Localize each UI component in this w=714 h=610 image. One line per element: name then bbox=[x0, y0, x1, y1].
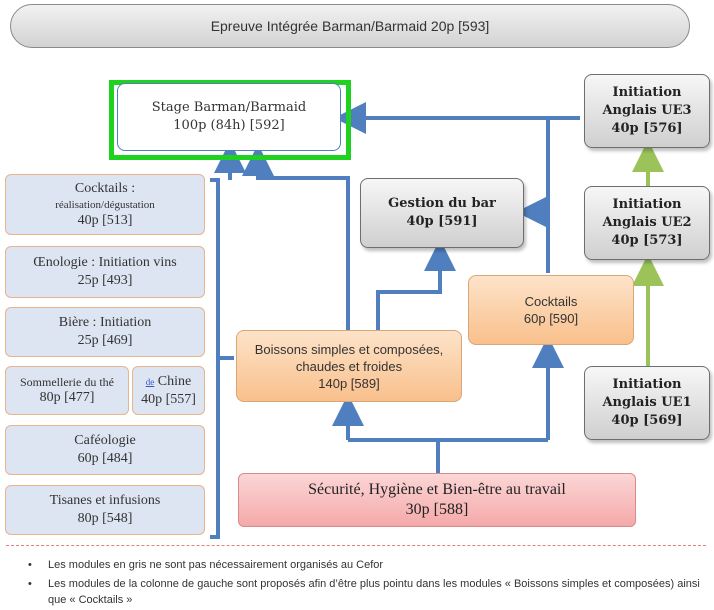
arrow-boissons-to-gestion bbox=[376, 239, 456, 330]
module-anglais-ue2[interactable]: Initiation Anglais UE2 40p [573] bbox=[584, 186, 710, 260]
module-line2: 80p [548] bbox=[77, 511, 133, 526]
module-line2: 60p [590] bbox=[523, 311, 579, 326]
note-item: Les modules en gris ne sont pas nécessai… bbox=[24, 557, 708, 573]
module-line2: Anglais UE2 bbox=[602, 215, 692, 230]
module-line1: Sécurité, Hygiène et Bien-être au travai… bbox=[308, 481, 566, 498]
module-line1-text: Chine bbox=[157, 373, 192, 389]
module-line2: 25p [469] bbox=[77, 333, 133, 348]
module-sommellerie-the[interactable]: Sommellerie du thé 80p [477] bbox=[5, 366, 129, 415]
module-securite[interactable]: Sécurité, Hygiène et Bien-être au travai… bbox=[238, 473, 636, 527]
module-line1: Initiation bbox=[612, 85, 682, 100]
module-gestion-bar[interactable]: Gestion du bar 40p [591] bbox=[360, 178, 524, 248]
module-oenologie[interactable]: Œnologie : Initiation vins 25p [493] bbox=[5, 246, 205, 298]
module-line2: Anglais UE3 bbox=[602, 103, 692, 118]
module-line1: de Chine bbox=[146, 373, 191, 391]
module-line2: 80p [477] bbox=[39, 389, 95, 405]
module-line3: 40p [513] bbox=[77, 212, 133, 228]
module-anglais-ue1[interactable]: Initiation Anglais UE1 40p [569] bbox=[584, 366, 710, 440]
notes-list: Les modules en gris ne sont pas nécessai… bbox=[24, 557, 708, 610]
note-item: Les modules de la colonne de gauche sont… bbox=[24, 576, 708, 608]
arrow-securite-to-boissons bbox=[348, 410, 548, 442]
stage-line2: 100p (84h) [592] bbox=[173, 118, 285, 133]
stage-node[interactable]: Stage Barman/Barmaid 100p (84h) [592] bbox=[117, 83, 341, 151]
module-line3: 140p [589] bbox=[318, 375, 380, 391]
module-line2: 40p [557] bbox=[141, 391, 196, 407]
module-line1: Gestion du bar bbox=[388, 196, 496, 211]
module-line2: 60p [484] bbox=[77, 451, 133, 466]
module-line1: Cocktails : bbox=[74, 180, 136, 196]
module-line1: Caféologie bbox=[74, 433, 136, 448]
module-anglais-ue3[interactable]: Initiation Anglais UE3 40p [576] bbox=[584, 74, 710, 148]
title-text: Epreuve Intégrée Barman/Barmaid 20p [593… bbox=[210, 18, 490, 34]
module-line1: Bière : Initiation bbox=[58, 315, 152, 330]
module-line2: 40p [591] bbox=[406, 214, 478, 229]
module-line3: 40p [576] bbox=[611, 121, 683, 136]
module-line2: chaudes et froides bbox=[295, 358, 403, 374]
module-cocktails[interactable]: Cocktails 60p [590] bbox=[468, 275, 634, 345]
module-boissons[interactable]: Boissons simples et composées, chaudes e… bbox=[236, 330, 462, 402]
module-prefix: de bbox=[145, 376, 155, 387]
module-line3: 40p [569] bbox=[611, 413, 683, 428]
module-line1: Cocktails bbox=[524, 294, 578, 309]
module-line3: 40p [573] bbox=[611, 233, 683, 248]
stage-line1: Stage Barman/Barmaid bbox=[151, 100, 307, 115]
module-line2: réalisation/dégustation bbox=[55, 198, 155, 211]
module-line1: Initiation bbox=[612, 197, 682, 212]
module-the-chine[interactable]: de Chine 40p [557] bbox=[132, 366, 205, 415]
stage-highlight bbox=[109, 80, 351, 160]
module-cafeologie[interactable]: Caféologie 60p [484] bbox=[5, 425, 205, 475]
module-line1: Sommellerie du thé bbox=[20, 374, 114, 389]
arrow-boissons-to-stage bbox=[242, 144, 350, 330]
module-line1: Initiation bbox=[612, 377, 682, 392]
module-line2: 25p [493] bbox=[77, 273, 133, 288]
module-line1: Œnologie : Initiation vins bbox=[33, 255, 177, 270]
title-pill: Epreuve Intégrée Barman/Barmaid 20p [593… bbox=[10, 4, 690, 48]
module-line1: Boissons simples et composées, bbox=[254, 341, 444, 357]
divider bbox=[6, 545, 706, 546]
module-biere[interactable]: Bière : Initiation 25p [469] bbox=[5, 307, 205, 357]
left-bracket bbox=[210, 178, 234, 539]
module-cocktails-realisation[interactable]: Cocktails : réalisation/dégustation 40p … bbox=[5, 174, 205, 235]
module-tisanes[interactable]: Tisanes et infusions 80p [548] bbox=[5, 485, 205, 535]
module-line2: Anglais UE1 bbox=[602, 395, 692, 410]
module-line2: 30p [588] bbox=[405, 501, 469, 518]
module-line1: Tisanes et infusions bbox=[49, 493, 161, 508]
